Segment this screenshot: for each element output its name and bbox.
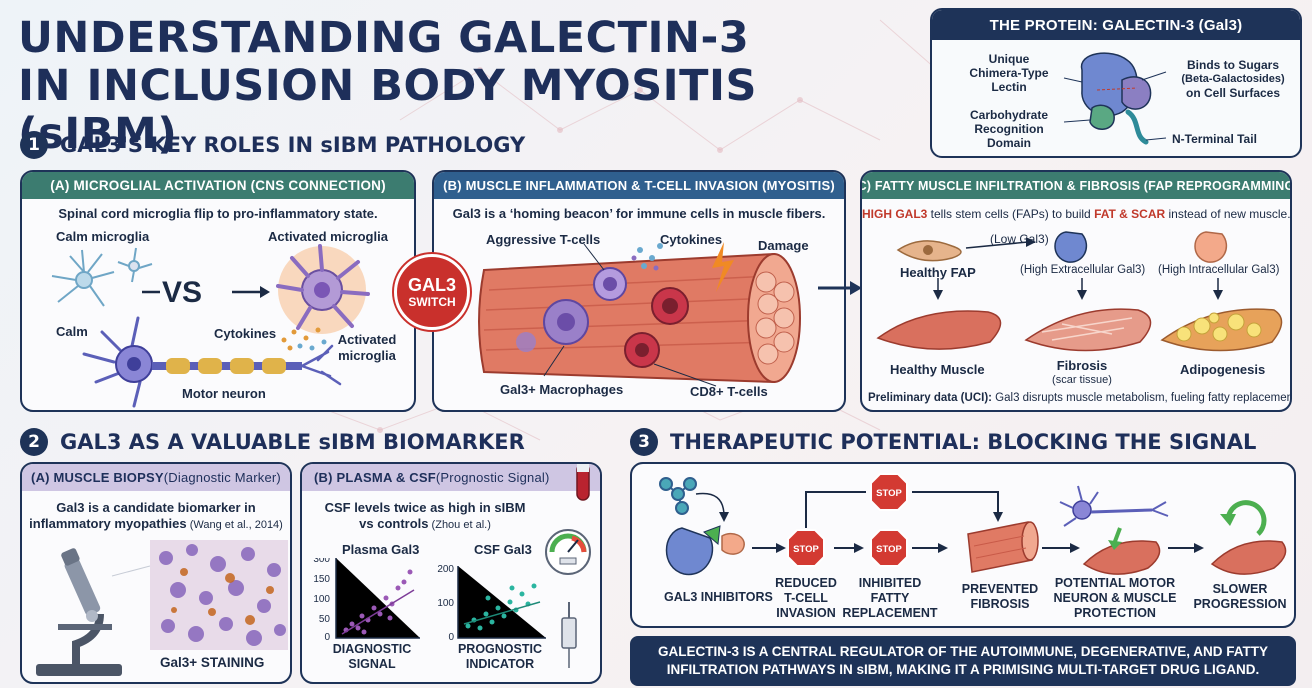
svg-text:STOP: STOP bbox=[876, 544, 902, 555]
section2-heading: 2 GAL3 AS A VALUABLE sIBM BIOMARKER bbox=[20, 428, 525, 456]
fap-reprogramming-illustration bbox=[876, 231, 1283, 352]
biomarker-scatter-plots: 300 150 100 50 0 200 100 0 bbox=[313, 558, 546, 643]
fibrosis-label: Fibrosis bbox=[1056, 358, 1108, 373]
preliminary-data-note: Preliminary data (UCI): Gal3 disrupts mu… bbox=[868, 392, 1292, 404]
panel-muscle-inflammation: (B) MUSCLE INFLAMMATION & T-CELL INVASIO… bbox=[432, 170, 846, 412]
panel-header: (B) PLASMA & CSF (Prognostic Signal) bbox=[302, 464, 600, 491]
gal3-switch-badge: GAL3 SWITCH bbox=[394, 254, 470, 330]
panel-fatty-infiltration: (C) FATTY MUSCLE INFILTRATION & FIBROSIS… bbox=[860, 170, 1292, 412]
conclusion-banner: GALECTIN-3 IS A CENTRAL REGULATOR OF THE… bbox=[630, 636, 1296, 686]
svg-text:150: 150 bbox=[313, 574, 330, 585]
molecule-icon bbox=[659, 477, 697, 515]
gal3-staining-image bbox=[150, 540, 288, 650]
scar-tissue-label: (scar tissue) bbox=[1052, 374, 1112, 386]
stop-sign-icon: STOP bbox=[787, 529, 825, 567]
panel-subtitle: HIGH GAL3 tells stem cells (FAPs) to bui… bbox=[862, 207, 1291, 221]
protein-heading: THE PROTEIN: GALECTIN-3 (Gal3) bbox=[932, 10, 1300, 40]
gauge-and-syringe-icons bbox=[545, 529, 591, 668]
slower-progression-icon bbox=[1210, 500, 1287, 575]
low-gal3-label: (Low Gal3) bbox=[990, 232, 1049, 246]
gauge-icon bbox=[545, 529, 591, 575]
svg-text:STOP: STOP bbox=[876, 488, 902, 499]
staining-label: Gal3+ STAINING bbox=[160, 655, 265, 670]
stop-sign-icon: STOP bbox=[870, 473, 908, 511]
microscope-icon bbox=[36, 548, 151, 676]
csf-chart-title: CSF Gal3 bbox=[474, 542, 532, 557]
damage-label: Damage bbox=[758, 238, 809, 253]
section3-heading: 3 THERAPEUTIC POTENTIAL: BLOCKING THE SI… bbox=[630, 428, 1256, 456]
panel-therapeutic-potential: STOP STOP STOP GAL3 INH bbox=[630, 462, 1296, 628]
panel-header: (C) FATTY MUSCLE INFILTRATION & FIBROSIS… bbox=[862, 172, 1290, 199]
cytokines-label: Cytokines bbox=[660, 232, 723, 247]
cytokines-label: Cytokines bbox=[214, 326, 277, 341]
adipogenesis-label: Adipogenesis bbox=[1180, 362, 1266, 377]
panel-plasma-csf: (B) PLASMA & CSF (Prognostic Signal) CSF… bbox=[300, 462, 602, 684]
panel-header: (B) MUSCLE INFLAMMATION & T-CELL INVASIO… bbox=[434, 172, 844, 199]
motor-neuron-label: Motor neuron bbox=[182, 386, 266, 401]
svg-text:0: 0 bbox=[324, 632, 330, 643]
healthy-fap-label: Healthy FAP bbox=[900, 265, 976, 280]
panel-muscle-biopsy: (A) MUSCLE BIOPSY (Diagnostic Marker) Ga… bbox=[20, 462, 292, 684]
macrophages-label: Gal3+ Macrophages bbox=[500, 382, 624, 397]
vs-label: VS bbox=[162, 276, 202, 309]
high-extracellular-label: (High Extracellular Gal3) bbox=[1020, 264, 1146, 276]
section-number: 2 bbox=[20, 428, 48, 456]
svg-text:100: 100 bbox=[437, 598, 454, 609]
panel-header: (A) MICROGLIAL ACTIVATION (CNS CONNECTIO… bbox=[22, 172, 414, 199]
stop-sign-icon: STOP bbox=[870, 529, 908, 567]
svg-text:0: 0 bbox=[448, 632, 454, 643]
section-number: 3 bbox=[630, 428, 658, 456]
calm-label: Calm bbox=[56, 324, 88, 339]
activated-microglia-icon bbox=[276, 244, 370, 334]
svg-text:200: 200 bbox=[437, 564, 454, 575]
neuron-muscle-icon bbox=[1059, 485, 1169, 575]
panel-header: (A) MUSCLE BIOPSY (Diagnostic Marker) bbox=[22, 464, 290, 491]
section1-heading: 1 GAL3'S KEY ROLES IN sIBM PATHOLOGY bbox=[20, 131, 525, 159]
svg-text:300: 300 bbox=[313, 558, 330, 565]
svg-text:STOP: STOP bbox=[793, 544, 819, 555]
csf-description: CSF levels twice as high in sIBM vs cont… bbox=[324, 500, 526, 531]
panel-subtitle: Spinal cord microglia flip to pro-inflam… bbox=[58, 206, 378, 221]
biopsy-description: Gal3 is a candidate biomarker in inflamm… bbox=[29, 500, 283, 531]
page-title: UNDERSTANDING GALECTIN-3 IN INCLUSION BO… bbox=[18, 13, 757, 159]
muscle-fiber-illustration bbox=[478, 242, 801, 387]
syringe-icon bbox=[561, 602, 577, 668]
therapeutic-flow-diagram: STOP STOP STOP bbox=[659, 473, 1287, 576]
healthy-muscle-label: Healthy Muscle bbox=[890, 362, 985, 377]
gal3-inhibitor-icon bbox=[665, 527, 714, 576]
galectin-protein-icon bbox=[1063, 52, 1167, 145]
microglia-illustration: VS bbox=[51, 244, 370, 408]
calm-microglia-icon bbox=[51, 247, 153, 307]
damage-icon bbox=[712, 242, 734, 292]
section-number: 1 bbox=[20, 131, 48, 159]
aggressive-tcells-label: Aggressive T-cells bbox=[486, 232, 601, 247]
muscle-fiber-icon bbox=[967, 521, 1039, 573]
activated-microglia-top-label: Activated microglia bbox=[268, 229, 388, 244]
gal3-inhibitors-label: GAL3 INHIBITORS bbox=[664, 590, 773, 604]
panel-subtitle: Gal3 is a ‘homing beacon’ for immune cel… bbox=[452, 206, 826, 221]
arrow-right-icon bbox=[818, 281, 862, 295]
n-terminal-tail-label: N-Terminal Tail bbox=[1172, 132, 1257, 146]
binds-sugars-label: Binds to Sugars(Beta-Galactosides)on Cel… bbox=[1181, 58, 1285, 100]
svg-text:100: 100 bbox=[313, 594, 330, 605]
blood-tube-icon bbox=[576, 464, 590, 501]
cd8-tcells-label: CD8+ T-cells bbox=[690, 384, 768, 399]
panel-microglial-activation: (A) MICROGLIAL ACTIVATION (CNS CONNECTIO… bbox=[20, 170, 416, 412]
high-intracellular-label: (High Intracellular Gal3) bbox=[1158, 264, 1280, 276]
motor-neuron-icon bbox=[82, 316, 342, 408]
plasma-chart-title: Plasma Gal3 bbox=[342, 542, 420, 557]
calm-microglia-label: Calm microglia bbox=[56, 229, 150, 244]
svg-text:50: 50 bbox=[319, 614, 331, 625]
